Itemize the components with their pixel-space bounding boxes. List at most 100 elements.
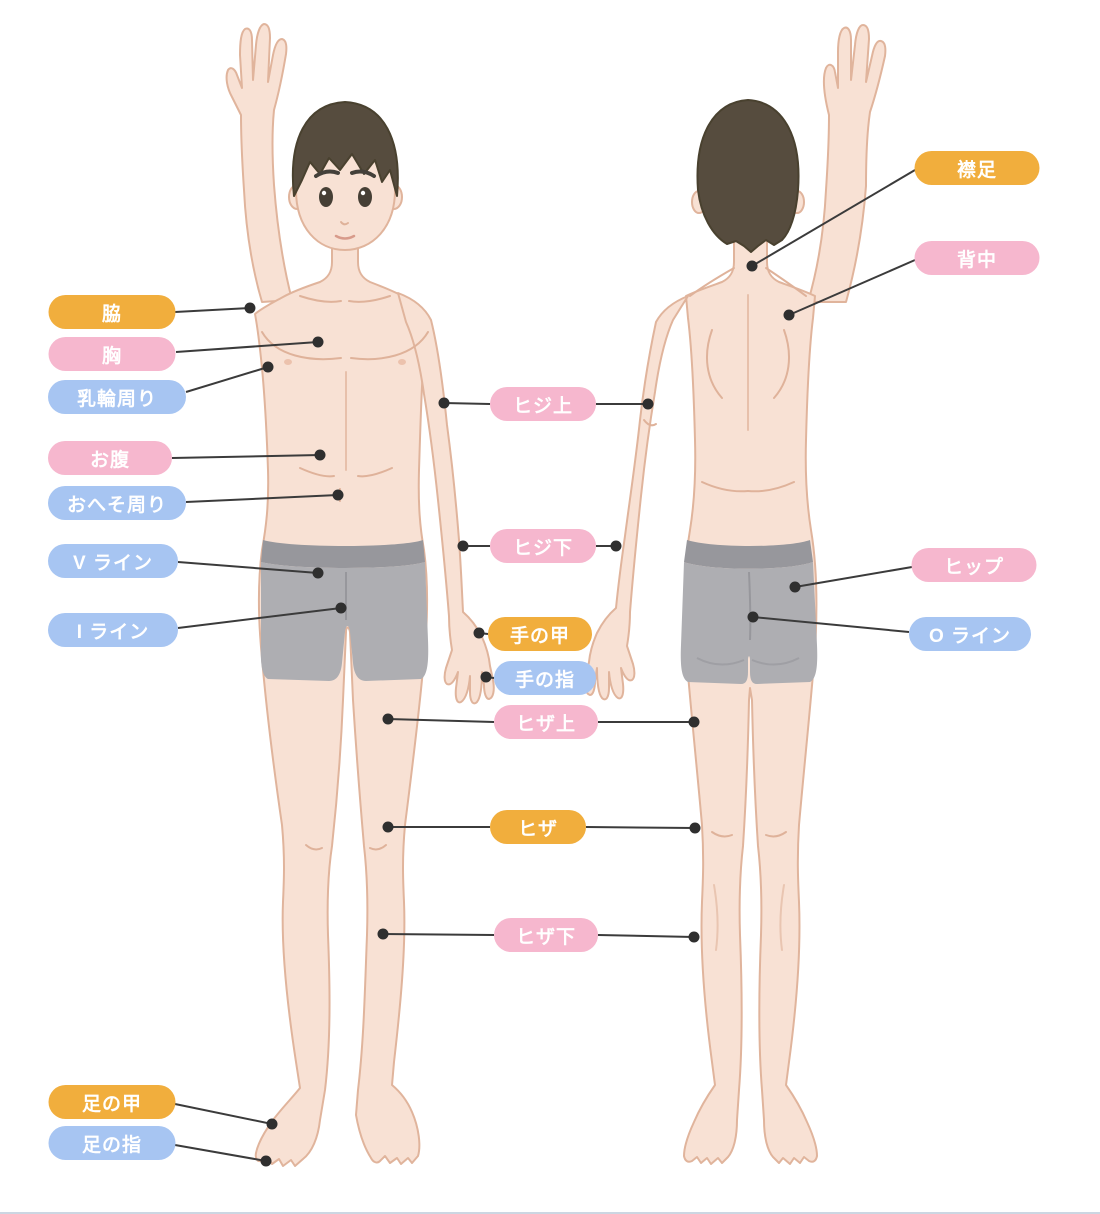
contour-knee <box>369 844 387 851</box>
connector-dot <box>689 822 701 834</box>
connector-dot <box>335 602 347 614</box>
contour-oblique <box>299 467 335 478</box>
front-nose <box>340 221 349 226</box>
label-ashi-no-kou: 足の甲 <box>48 1085 176 1119</box>
contour-collarbone <box>348 295 391 303</box>
connector-line <box>443 402 491 405</box>
connector-line <box>174 1103 273 1125</box>
connector-line <box>597 934 695 938</box>
connector-dot <box>473 627 485 639</box>
contour-waist <box>747 481 795 493</box>
connector-dot <box>783 309 795 321</box>
connector-dot <box>382 713 394 725</box>
label-o-line: O ライン <box>909 617 1031 651</box>
connector-line <box>177 607 342 629</box>
connector-line <box>585 826 696 829</box>
connector-line <box>751 169 916 267</box>
contour-trap <box>689 267 735 297</box>
label-hiza-ue: ヒザ上 <box>494 705 598 739</box>
eye-highlight <box>321 190 327 196</box>
contour-knee-back <box>765 831 787 838</box>
label-hiji-shita: ヒジ下 <box>490 529 596 563</box>
label-oheso-mawari: おへそ周り <box>48 486 186 520</box>
label-eriashi: 襟足 <box>914 151 1040 185</box>
connector-line <box>794 566 913 588</box>
label-te-no-kou: 手の甲 <box>488 617 592 651</box>
contour-oblique <box>357 467 393 478</box>
connector-dot <box>480 671 492 683</box>
contour-pec <box>350 331 429 361</box>
label-hiza: ヒザ <box>490 810 586 844</box>
label-v-line: V ライン <box>48 544 178 578</box>
connector-line <box>177 561 319 574</box>
back-raised-arm <box>807 24 887 303</box>
connector-line <box>174 1144 267 1162</box>
connector-dot <box>262 361 274 373</box>
connector-dot <box>332 489 344 501</box>
label-ashi-no-yubi: 足の指 <box>48 1126 176 1160</box>
contour-scapula <box>773 329 790 399</box>
connector-dot <box>312 567 324 579</box>
label-hiza-shita: ヒザ下 <box>494 918 598 952</box>
label-waki: 脇 <box>48 295 176 329</box>
connector-line <box>185 366 269 393</box>
contour-calf <box>779 884 785 951</box>
front-raised-arm <box>225 23 293 303</box>
connector-dot <box>377 928 389 940</box>
contour-trap <box>765 267 807 297</box>
back-shorts <box>680 540 818 684</box>
label-onaka: お腹 <box>48 441 172 475</box>
contour-scapula <box>706 329 723 399</box>
contour-waist <box>701 481 749 493</box>
connector-line <box>175 341 319 353</box>
contour-collarbone <box>299 295 342 303</box>
contour-pec <box>261 331 342 361</box>
back-figure <box>584 24 887 1165</box>
connector-dot <box>457 540 469 552</box>
front-mouth <box>334 234 356 240</box>
connector-dot <box>747 611 759 623</box>
label-nyurin-mawari: 乳輪周り <box>48 380 186 414</box>
back-down-arm <box>584 295 689 701</box>
connector-dot <box>382 821 394 833</box>
front-down-arm <box>397 292 495 705</box>
connector-dot <box>260 1155 272 1167</box>
connector-line <box>382 933 495 936</box>
label-i-line: I ライン <box>48 613 178 647</box>
connector-dot <box>789 581 801 593</box>
nipple <box>284 359 292 365</box>
front-eyebrow-right <box>350 169 376 178</box>
connector-dot <box>266 1118 278 1130</box>
eye-highlight <box>360 190 366 196</box>
front-shorts <box>260 540 429 681</box>
front-eyebrow-left <box>314 169 340 178</box>
connector-dot <box>610 540 622 552</box>
contour-elbow <box>643 419 657 427</box>
contour-knee-back <box>711 831 733 838</box>
connector-dot <box>746 260 758 272</box>
label-hiji-ue: ヒジ上 <box>490 387 596 421</box>
label-senaka: 背中 <box>914 241 1040 275</box>
nipple <box>398 359 406 365</box>
connector-line <box>387 718 495 723</box>
connector-dot <box>438 397 450 409</box>
back-hair <box>696 99 800 253</box>
connector-dot <box>244 302 256 314</box>
connector-dot <box>688 931 700 943</box>
connector-dot <box>312 336 324 348</box>
label-mune: 胸 <box>48 337 176 371</box>
connector-dot <box>642 398 654 410</box>
label-hip: ヒップ <box>911 548 1037 582</box>
connector-line <box>752 616 910 633</box>
label-te-no-yubi: 手の指 <box>494 661 596 695</box>
connector-dot <box>688 716 700 728</box>
connector-line <box>174 307 251 313</box>
contour-knee <box>305 844 323 851</box>
contour-calf <box>713 884 719 951</box>
connector-dot <box>314 449 326 461</box>
connector-line <box>788 259 916 316</box>
